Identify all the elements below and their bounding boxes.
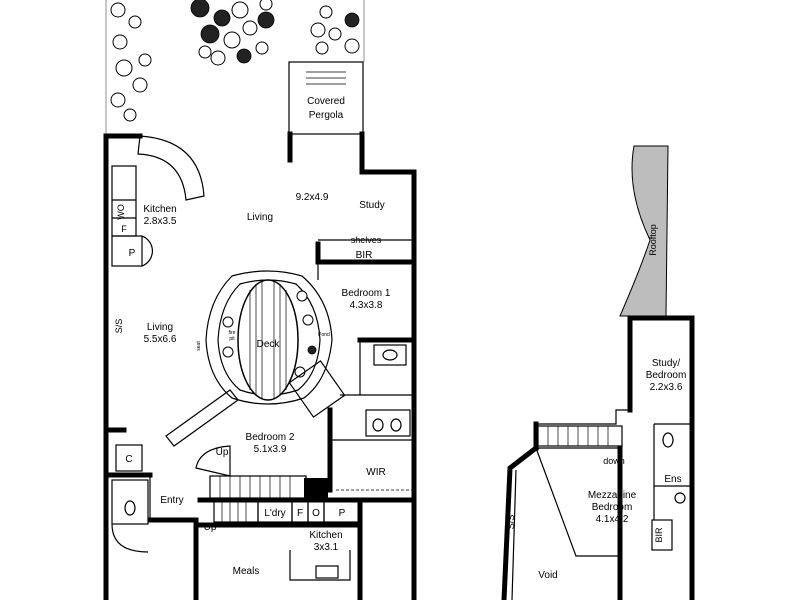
void-label: Void [538, 570, 557, 581]
courtyard [205, 270, 346, 418]
stairs [195, 445, 307, 523]
mezzanine-size: 4.1x4.2 [596, 514, 629, 525]
rooftop-label: Rooftop [648, 224, 658, 256]
kitchen-top-name: Kitchen [143, 204, 176, 215]
diagonal-wall [165, 389, 239, 447]
ground-floor-walls [103, 131, 417, 600]
bedroom2-name: Bedroom 2 [246, 432, 295, 443]
living-top-name: Living [247, 212, 273, 223]
kitchen-bottom-name: Kitchen [309, 530, 342, 541]
kitchen-top-size: 2.8x3.5 [144, 216, 177, 227]
study-bedroom-name: Study/Bedroom [646, 358, 687, 381]
bedroom1-size: 4.3x3.8 [350, 300, 383, 311]
living-left-size: 5.5x6.6 [144, 334, 177, 345]
study-name: Study [359, 200, 385, 211]
living-top-size: 9.2x4.9 [296, 192, 329, 203]
stairs-up-label: Up [216, 447, 229, 458]
meals-label: Meals [233, 566, 260, 577]
bathroom-fixtures [124, 344, 411, 516]
garden-area [105, 0, 365, 136]
ss-label: S/S [114, 319, 124, 334]
ground-floor-labels: Kitchen 2.8x3.5 Living 9.2x4.9 Study Liv… [114, 192, 391, 577]
study-bedroom-size: 2.2x3.6 [650, 382, 683, 393]
bedroom1-name: Bedroom 1 [342, 288, 391, 299]
laundry-label: L'dry [264, 508, 285, 519]
cupboard-label: C [125, 454, 132, 465]
down-label: down [603, 456, 625, 466]
upper-ss-label: S/S [506, 515, 516, 530]
bedroom2-size: 5.1x3.9 [254, 444, 287, 455]
entry-up-label: Up [204, 522, 217, 533]
entry-label: Entry [160, 495, 183, 506]
pantry-label: P [129, 248, 136, 259]
living-left-name: Living [147, 322, 173, 333]
bir-label: BIR [356, 250, 373, 261]
f-cabinet-label: F [121, 224, 127, 234]
deck-label: Deck [257, 339, 281, 350]
upper-floor-walls [501, 145, 695, 600]
wir-label: WIR [366, 467, 385, 478]
shelves-label: shelves [351, 235, 382, 245]
wo-label: WO [116, 204, 126, 220]
f-label: F [297, 508, 303, 519]
o-label: O [312, 508, 320, 519]
upper-bir-label: BIR [654, 527, 664, 543]
kitchen-bottom-size: 3x3.1 [314, 542, 339, 553]
pond-label: Pond [318, 332, 330, 338]
p-label: P [339, 508, 346, 519]
seat-label: seat [196, 341, 202, 351]
ensuite-label: Ens [664, 474, 681, 485]
